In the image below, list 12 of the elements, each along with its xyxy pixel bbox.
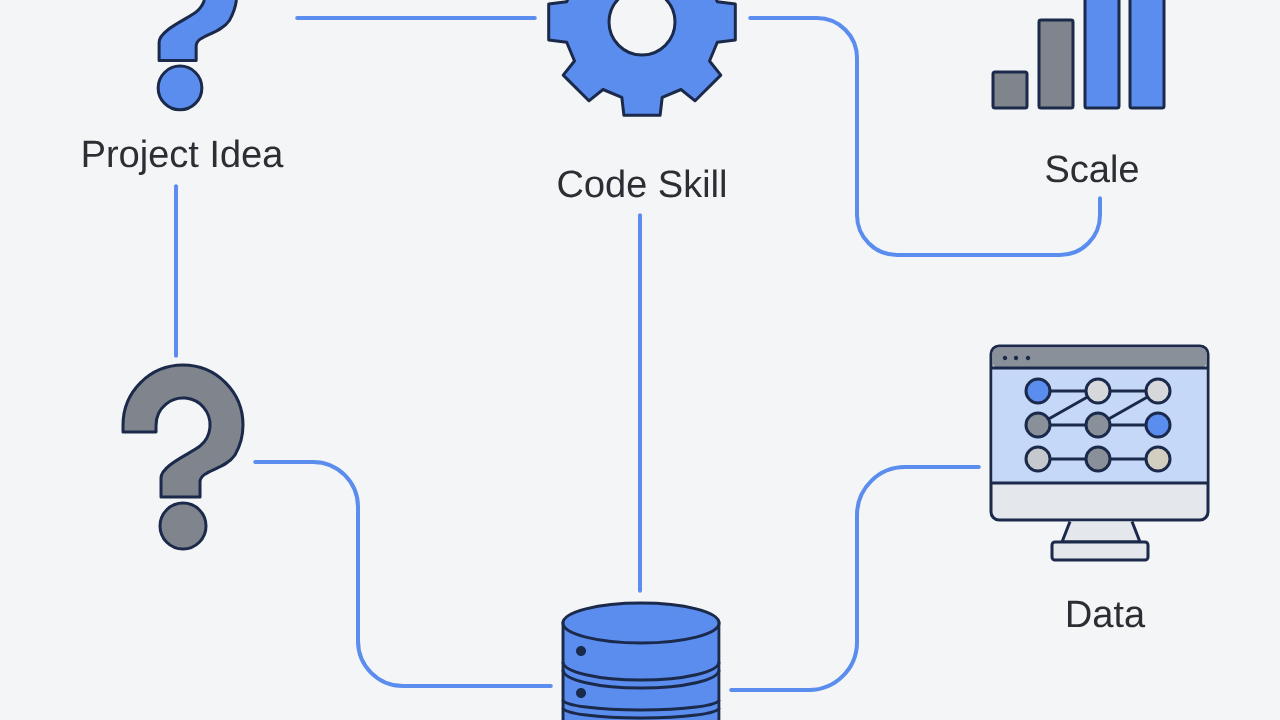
database-icon bbox=[561, 601, 721, 720]
connector-line bbox=[729, 465, 981, 692]
node-label: Data bbox=[1068, 600, 1146, 628]
question-mark-icon bbox=[121, 363, 245, 551]
connector-line bbox=[748, 16, 1102, 257]
connector-line bbox=[174, 184, 178, 358]
node-label: Scale bbox=[1046, 154, 1138, 183]
connector-line bbox=[638, 213, 642, 593]
node-label: Code Skill bbox=[558, 169, 725, 198]
node-label: Project Idea bbox=[83, 139, 284, 175]
connector-line bbox=[253, 460, 553, 688]
connector-line bbox=[295, 16, 537, 20]
